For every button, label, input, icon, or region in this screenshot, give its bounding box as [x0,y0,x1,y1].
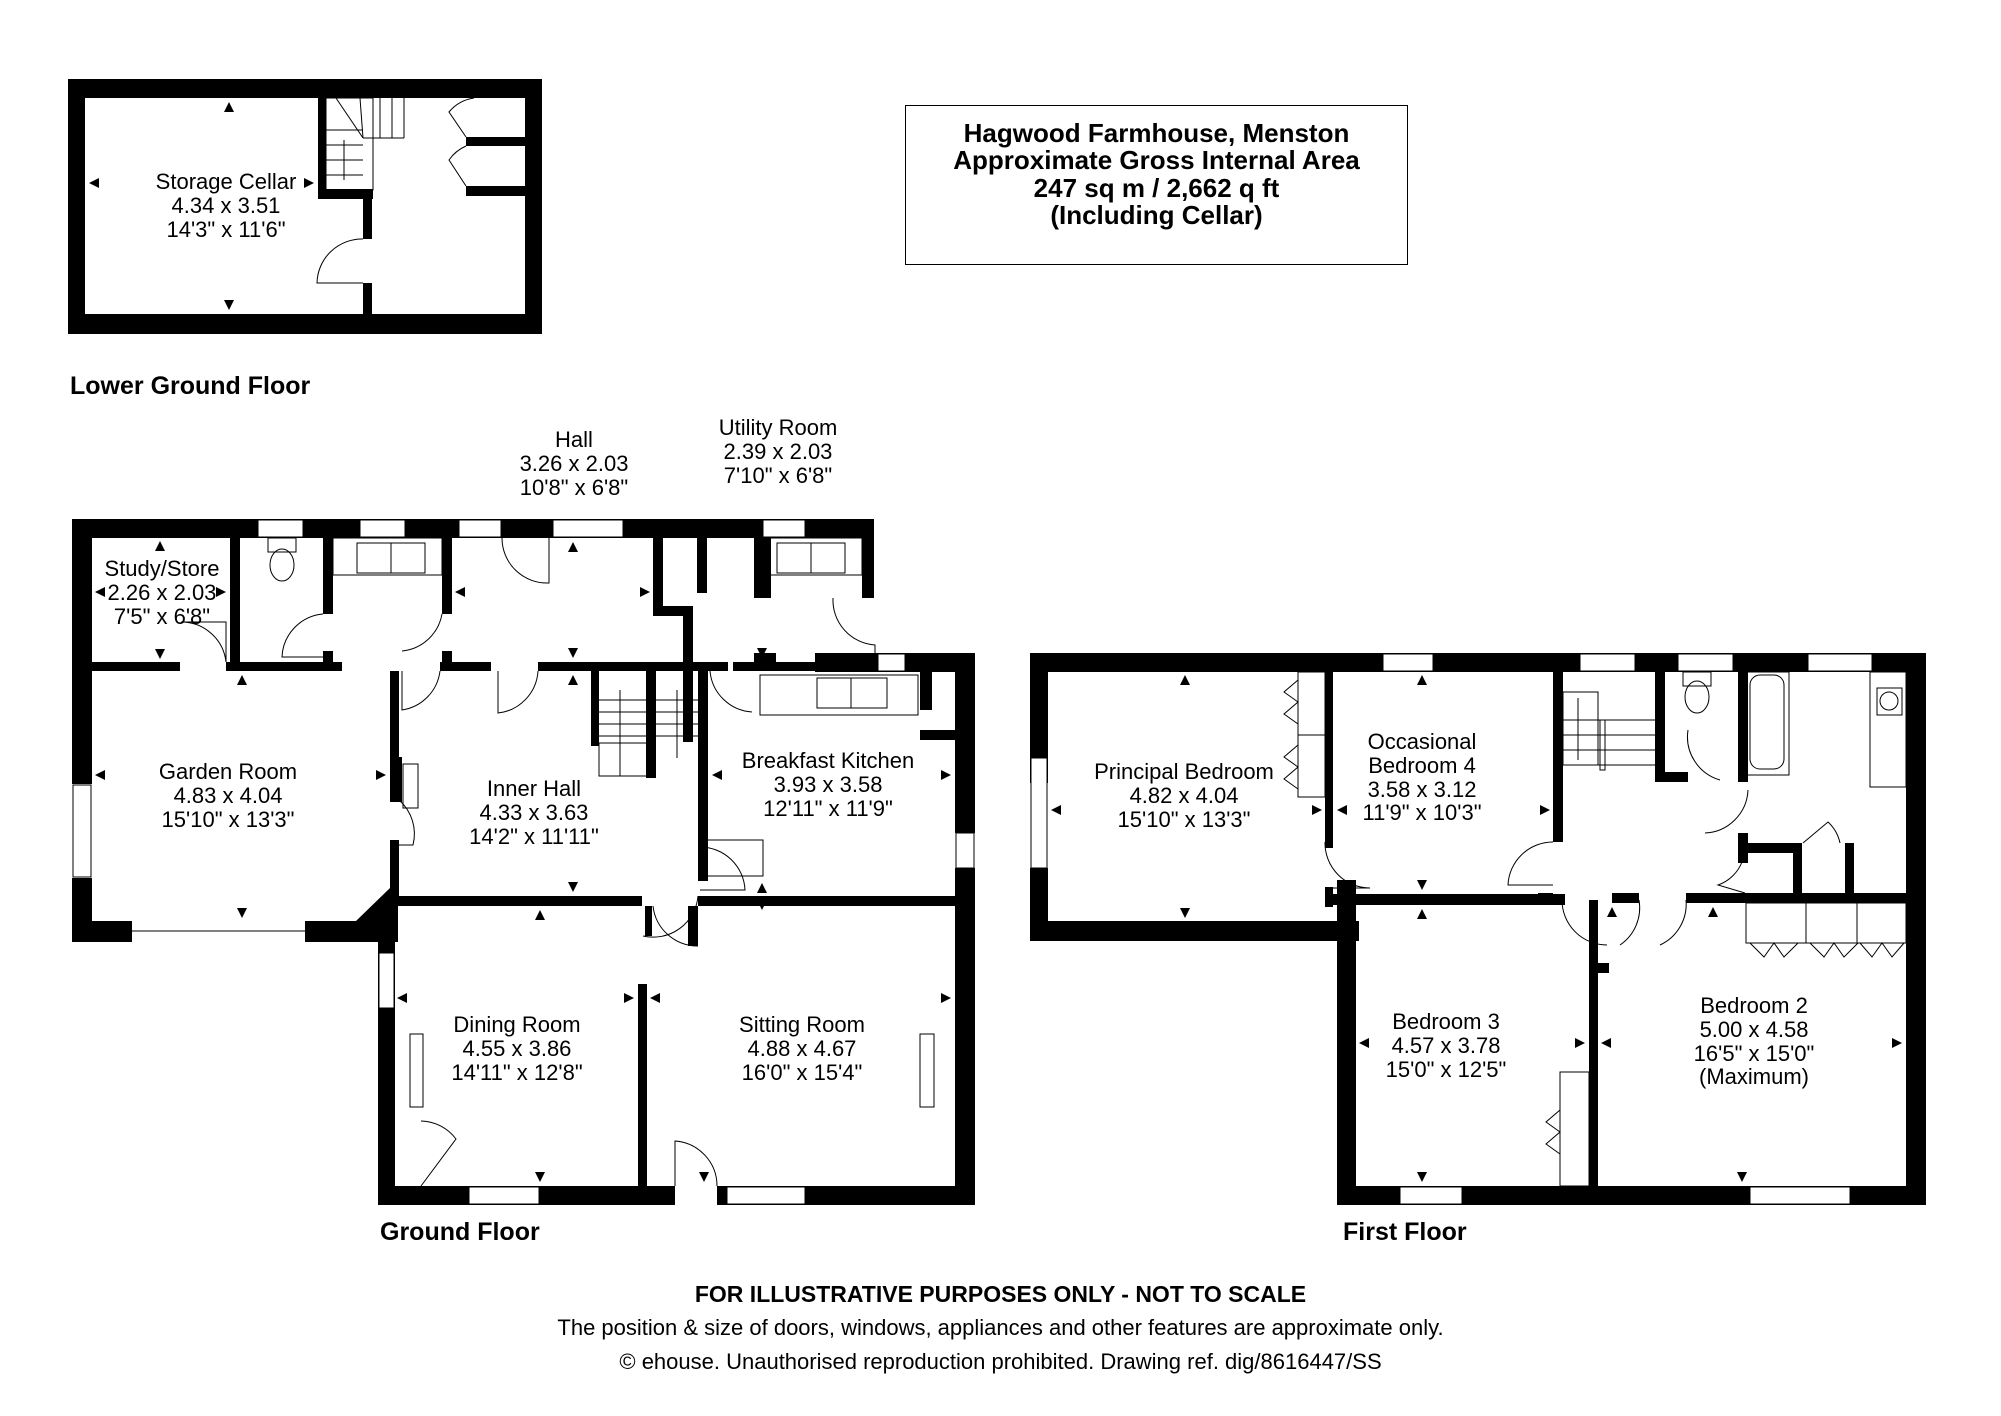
room-metric: 3.26 x 2.03 [519,450,629,476]
room-name: Study/Store [104,556,220,581]
room-note: (Maximum) [1699,1064,1809,1090]
area-note: (Including Cellar) [1050,199,1263,230]
ground-floor-fixtures [267,537,935,1108]
room-name: Sitting Room [739,1012,865,1037]
room-imperial: 12'11" x 11'9" [763,795,893,821]
area-heading: Approximate Gross Internal Area [953,145,1360,176]
room-imperial: 15'10" x 13'3" [161,806,295,832]
room-name-line2: Bedroom 4 [1368,752,1476,778]
ground-floor-doors [180,537,876,1187]
room-metric: 3.93 x 3.58 [773,771,883,797]
room-metric: 4.33 x 3.63 [479,799,589,825]
ground-floor-windows [72,519,975,1205]
room-label-utility-room: Utility Room 2.39 x 2.03 7'10" x 6'8" [719,416,838,487]
cellar-door-icon [316,97,475,284]
room-label-breakfast-kitchen: Breakfast Kitchen 3.93 x 3.58 12'11" x 1… [742,749,914,820]
room-label-study-store: Study/Store 2.26 x 2.03 7'5" x 6'8" [105,557,220,628]
room-name: Storage Cellar [155,169,297,194]
room-label-inner-hall: Inner Hall 4.33 x 3.63 14'2" x 11'11" [469,777,599,848]
room-metric: 3.58 x 3.12 [1367,776,1477,802]
room-imperial: 11'9" x 10'3" [1362,800,1482,826]
room-label-sitting-room: Sitting Room 4.88 x 4.67 16'0" x 15'4" [739,1013,865,1084]
room-label-garden-room: Garden Room 4.83 x 4.04 15'10" x 13'3" [159,760,297,831]
room-metric: 4.57 x 3.78 [1391,1032,1501,1058]
room-metric: 2.39 x 2.03 [723,438,833,464]
room-imperial: 15'0" x 12'5" [1385,1056,1507,1082]
first-floor-fixtures [1283,671,1907,1187]
floor-title-ground: Ground Floor [380,1218,540,1246]
first-floor-doors [1324,729,1841,946]
room-label-storage-cellar: Storage Cellar 4.34 x 3.51 14'3" x 11'6" [156,170,297,241]
room-name: Garden Room [158,759,298,784]
room-imperial: 14'3" x 11'6" [166,216,286,242]
room-metric: 4.82 x 4.04 [1129,782,1239,808]
room-label-principal-bedroom: Principal Bedroom 4.82 x 4.04 15'10" x 1… [1094,760,1274,831]
room-imperial: 15'10" x 13'3" [1117,806,1251,832]
room-imperial: 14'2" x 11'11" [469,823,599,849]
room-name: Dining Room [453,1012,581,1037]
room-name: Utility Room [718,415,838,440]
room-name: Occasional [1367,729,1477,754]
room-metric: 4.55 x 3.86 [462,1035,572,1061]
room-name: Bedroom 2 [1700,993,1808,1018]
room-name: Bedroom 3 [1392,1009,1500,1034]
room-label-bedroom-2: Bedroom 2 5.00 x 4.58 16'5" x 15'0" (Max… [1694,994,1815,1089]
room-label-hall: Hall 3.26 x 2.03 10'8" x 6'8" [520,428,629,499]
room-metric: 2.26 x 2.03 [107,579,217,605]
room-name: Hall [555,427,593,452]
copyright-text: © ehouse. Unauthorised reproduction proh… [619,1349,1382,1374]
room-imperial: 16'5" x 15'0" [1693,1040,1815,1066]
room-name: Breakfast Kitchen [741,748,915,773]
room-imperial: 7'10" x 6'8" [723,462,833,488]
room-metric: 4.88 x 4.67 [747,1035,857,1061]
first-floor-dimension-markers [1051,675,1902,1182]
ground-floor-plan [72,519,975,1205]
room-name: Inner Hall [486,776,582,801]
room-label-occasional-bedroom-4: Occasional Bedroom 4 3.58 x 3.12 11'9" x… [1362,730,1481,825]
floor-title-lower-ground: Lower Ground Floor [70,372,311,400]
property-info-box: Hagwood Farmhouse, Menston Approximate G… [905,105,1408,265]
floor-title-first: First Floor [1343,1218,1467,1246]
room-metric: 4.83 x 4.04 [173,782,283,808]
cellar-dimension-markers [89,102,314,310]
room-metric: 4.34 x 3.51 [171,192,281,218]
ground-floor-dimension-markers [95,541,951,1182]
room-imperial: 16'0" x 15'4" [741,1059,863,1085]
footer-copyright: © ehouse. Unauthorised reproduction proh… [0,1349,2001,1375]
cellar-stairs-icon [325,97,405,191]
property-title: Hagwood Farmhouse, Menston [963,118,1350,148]
approx-note-text: The position & size of doors, windows, a… [557,1315,1444,1340]
room-imperial: 10'8" x 6'8" [519,474,629,500]
room-label-bedroom-3: Bedroom 3 4.57 x 3.78 15'0" x 12'5" [1386,1010,1507,1081]
area-value: 247 sq m / 2,662 q ft [1033,172,1280,203]
disclaimer-text: FOR ILLUSTRATIVE PURPOSES ONLY - NOT TO … [694,1281,1307,1307]
footer-approx-note: The position & size of doors, windows, a… [0,1315,2001,1341]
room-name: Principal Bedroom [1094,759,1274,784]
room-metric: 5.00 x 4.58 [1699,1016,1809,1042]
footer-disclaimer: FOR ILLUSTRATIVE PURPOSES ONLY - NOT TO … [0,1281,2001,1308]
room-imperial: 7'5" x 6'8" [113,603,211,629]
room-label-dining-room: Dining Room 4.55 x 3.86 14'11" x 12'8" [451,1013,582,1084]
lower-ground-floor-plan [68,79,542,334]
first-floor-windows [1030,653,1873,1205]
room-imperial: 14'11" x 12'8" [451,1059,583,1085]
